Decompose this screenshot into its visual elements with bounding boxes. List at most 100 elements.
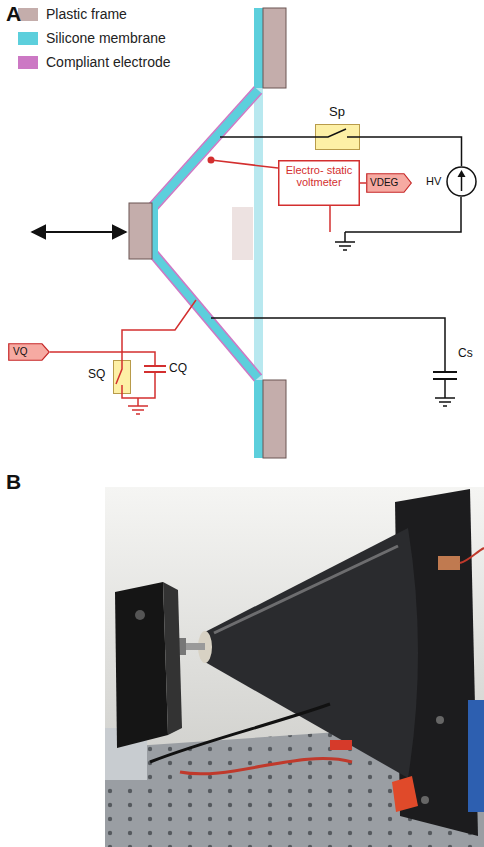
source-arrowhead xyxy=(458,170,466,177)
screw xyxy=(436,716,444,724)
left-block-side xyxy=(163,582,182,735)
plastic-frame xyxy=(263,8,286,88)
screw xyxy=(421,796,429,804)
legend-swatch xyxy=(18,56,38,69)
ground-line xyxy=(335,241,355,243)
ground-line xyxy=(435,397,455,399)
red-cable xyxy=(180,759,352,774)
ground-symbol xyxy=(435,379,455,406)
photo-background xyxy=(105,487,484,847)
voltage-source: HV xyxy=(446,166,477,197)
switch-housing xyxy=(114,361,131,394)
panel-letter: B xyxy=(6,470,21,494)
legend-text: Silicone membrane xyxy=(46,30,166,46)
node-text: SQ xyxy=(88,368,112,381)
voltage-source-outline xyxy=(446,166,477,197)
probe-wire xyxy=(211,160,278,168)
cone-membrane xyxy=(152,90,258,208)
wire xyxy=(345,197,461,232)
wire-connector xyxy=(50,352,122,360)
switch-box: SQ xyxy=(113,360,131,394)
ground-line xyxy=(444,379,446,398)
capacitor-plate xyxy=(433,371,457,373)
membrane-strip xyxy=(254,8,263,88)
tag-shape xyxy=(9,344,50,361)
electrode xyxy=(148,87,254,205)
ground-line xyxy=(339,245,351,247)
switch-contact xyxy=(121,385,123,394)
ground-line xyxy=(343,249,347,251)
ground-line xyxy=(136,413,140,415)
cone-highlight xyxy=(214,546,398,633)
membrane-strip xyxy=(254,380,263,458)
voltmeter-box: Electro- static voltmeter xyxy=(278,160,360,206)
screw xyxy=(135,610,145,620)
legend-text: Plastic frame xyxy=(46,6,127,22)
cone-membrane xyxy=(152,252,258,378)
node-text: VQ xyxy=(13,346,47,357)
wire-connector xyxy=(360,137,462,166)
ground-symbol xyxy=(128,398,148,414)
ghost-frame xyxy=(232,207,253,260)
ground-symbol xyxy=(335,232,355,250)
black-cable xyxy=(150,704,330,762)
red-clip xyxy=(392,776,418,812)
tag-shape xyxy=(367,174,412,193)
clip xyxy=(330,740,352,750)
capacitor-plate xyxy=(144,365,166,367)
ground-line xyxy=(443,405,447,407)
node-text: HV xyxy=(426,175,448,187)
switch-blade xyxy=(116,360,122,384)
wire xyxy=(220,136,315,138)
copper-tab xyxy=(438,556,460,570)
membrane-patch xyxy=(152,206,158,256)
switch-contact xyxy=(347,136,360,138)
component-label: CQ xyxy=(169,361,187,375)
red-wire xyxy=(460,548,484,563)
ground-line xyxy=(137,398,139,406)
ground-line xyxy=(439,401,451,403)
electrode xyxy=(156,93,262,211)
panel-letter: A xyxy=(6,2,21,26)
signal-tag: VDEG xyxy=(366,173,412,193)
source-circle xyxy=(447,167,476,196)
source-arrow xyxy=(461,175,463,191)
ground-line xyxy=(132,409,144,411)
wire xyxy=(211,318,445,372)
switch-box-outline xyxy=(315,124,360,150)
legend-entry: Compliant electrode xyxy=(18,54,171,70)
ground-line xyxy=(128,405,148,407)
switch-housing xyxy=(316,125,360,150)
switch-blade xyxy=(315,129,346,137)
legend-entry: Silicone membrane xyxy=(18,30,166,46)
electrode xyxy=(156,249,262,375)
instrument-box xyxy=(279,161,360,206)
node-text: VDEG xyxy=(370,177,408,188)
wire xyxy=(122,300,196,352)
node-text: Sp xyxy=(329,105,369,119)
legend-text: Compliant electrode xyxy=(46,54,171,70)
wire xyxy=(329,206,331,232)
left-block xyxy=(115,582,168,748)
plastic-frame xyxy=(129,203,152,259)
ground-line xyxy=(344,232,346,242)
photo xyxy=(105,487,484,847)
wire-connector xyxy=(360,182,366,184)
legend-entry: Plastic frame xyxy=(18,6,127,22)
node-text: Electro- static voltmeter xyxy=(282,164,356,188)
blue-support xyxy=(468,700,484,812)
switch-box: Sp xyxy=(315,124,360,150)
legend-swatch xyxy=(18,32,38,45)
cone-actuator xyxy=(205,528,418,778)
component-label: Cs xyxy=(458,346,473,360)
switch-box-outline xyxy=(113,360,131,394)
prestretched-membrane xyxy=(254,88,263,380)
plastic-frame xyxy=(263,380,286,458)
motion-arrow xyxy=(32,231,126,233)
